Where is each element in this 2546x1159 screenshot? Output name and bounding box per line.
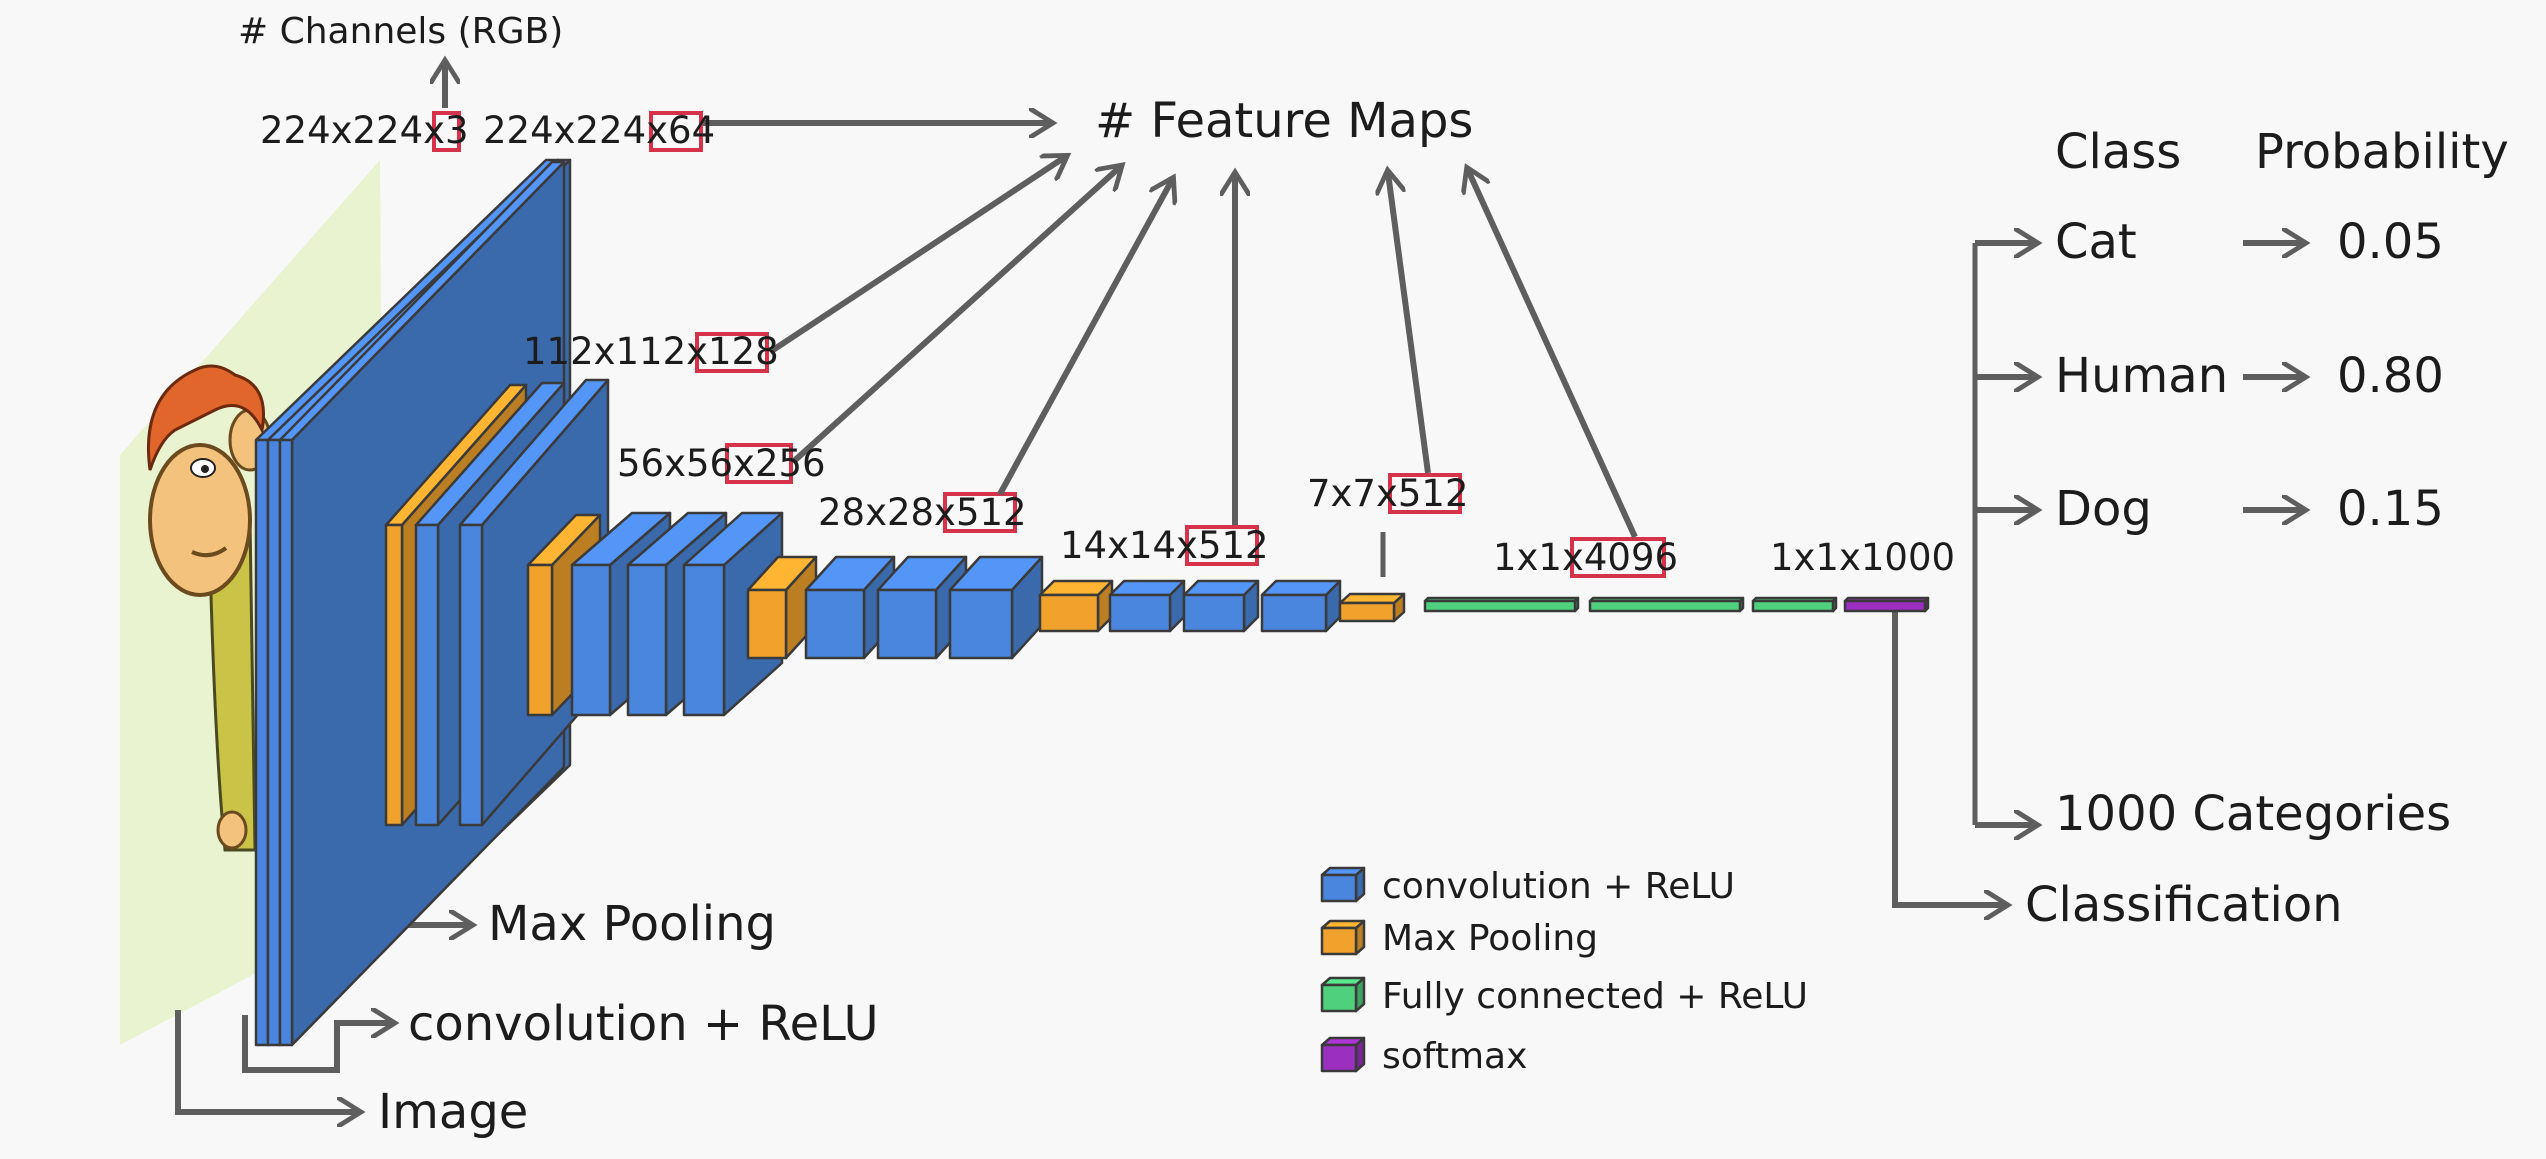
- size-label-14-512: 14x14x512: [1060, 524, 1269, 567]
- block-56-conv2-front: [626, 563, 668, 717]
- prob-cat: 0.05: [2337, 214, 2444, 270]
- feature-maps-label: # Feature Maps: [1095, 93, 1473, 149]
- block-14-conv2-front: [1182, 593, 1246, 633]
- block-28-conv2-front: [876, 588, 938, 660]
- image-label: Image: [378, 1084, 528, 1140]
- class-cat: Cat: [2055, 214, 2137, 270]
- legend-swatch-2-front: [1320, 983, 1358, 1013]
- block-fc1-front: [1423, 599, 1577, 613]
- arrow-softmax-classification: [1892, 612, 2005, 905]
- block-7-pool-front: [1338, 601, 1396, 623]
- categories-label: 1000 Categories: [2055, 786, 2451, 842]
- block-fc3-front: [1751, 599, 1835, 613]
- block-14-conv2: [1182, 579, 1260, 633]
- block-14-pool: [1038, 579, 1114, 633]
- block-28-conv2: [876, 555, 968, 660]
- block-14-pool-front: [1038, 593, 1100, 633]
- hl-box-256: [725, 443, 793, 484]
- legend-swatch-3-front: [1320, 1043, 1358, 1073]
- size-label-224-3: 224x224x3: [260, 109, 469, 152]
- block-112-conv1-front: [414, 523, 440, 827]
- legend-label-softmax: softmax: [1382, 1036, 1527, 1077]
- size-label-224-64: 224x224x64: [483, 109, 715, 152]
- hl-box-64: [649, 111, 703, 152]
- legend-swatch-1-front: [1320, 926, 1358, 956]
- legend-label-pool: Max Pooling: [1382, 918, 1598, 959]
- block-14-conv3: [1260, 579, 1342, 633]
- block-14-conv1-top: [1108, 579, 1186, 597]
- block-112-pool-front: [384, 523, 404, 827]
- block-fc2-front: [1588, 599, 1742, 613]
- hl-box-512-a: [943, 492, 1017, 533]
- max-pooling-label: Max Pooling: [488, 896, 776, 952]
- arrow-4096-to-feature-maps: [1468, 170, 1638, 539]
- block-fc1: [1423, 596, 1580, 613]
- arrow-image: [175, 1010, 358, 1112]
- hl-box-512-b: [1185, 525, 1259, 566]
- convolution-label: convolution + ReLU: [408, 996, 879, 1052]
- legend-swatches: [1320, 866, 1366, 1073]
- block-28-pool-front: [746, 588, 788, 660]
- block-14-conv2-top: [1182, 579, 1260, 597]
- size-label-1-1000: 1x1x1000: [1770, 536, 1955, 579]
- block-7-pool: [1338, 592, 1406, 623]
- arrow-convolution: [242, 1015, 392, 1073]
- block-14-pool-top: [1038, 579, 1114, 597]
- hl-box-512-c: [1388, 473, 1462, 514]
- legend-label-conv: convolution + ReLU: [1382, 866, 1735, 907]
- legend-swatch-1: [1320, 919, 1366, 956]
- block-fc3: [1751, 596, 1838, 613]
- block-14-conv1: [1108, 579, 1186, 633]
- classification-label: Classification: [2025, 877, 2343, 933]
- block-28-conv3-front: [948, 588, 1014, 660]
- network-blocks: [254, 158, 1930, 1047]
- channels-label: # Channels (RGB): [238, 11, 563, 52]
- class-dog: Dog: [2055, 481, 2152, 537]
- prob-human: 0.80: [2337, 348, 2444, 404]
- size-label-28-512: 28x28x512: [818, 491, 1027, 534]
- block-softmax-front: [1843, 599, 1927, 613]
- class-human: Human: [2055, 348, 2228, 404]
- legend-label-fc: Fully connected + ReLU: [1382, 976, 1808, 1017]
- block-224-conv2-front: [266, 438, 282, 1047]
- arrow-512c-to-feature-maps: [1388, 173, 1431, 474]
- block-7-pool-top: [1338, 592, 1406, 605]
- block-56-conv3-front: [682, 563, 726, 717]
- arrow-128-to-feature-maps: [768, 157, 1065, 355]
- block-56-pool-front: [526, 563, 554, 717]
- block-fc2: [1588, 596, 1745, 613]
- block-28-conv1-front: [804, 588, 866, 660]
- probability-header: Probability: [2255, 124, 2509, 180]
- legend-swatch-3: [1320, 1036, 1366, 1073]
- arrow-256-to-feature-maps: [790, 167, 1120, 465]
- block-28-conv3: [948, 555, 1044, 660]
- legend-swatch-2: [1320, 976, 1366, 1013]
- prob-dog: 0.15: [2337, 481, 2444, 537]
- block-56-conv1-front: [570, 563, 612, 717]
- hl-box-3: [432, 111, 461, 152]
- size-label-56-256: 56x56x256: [617, 442, 826, 485]
- legend-swatch-0: [1320, 866, 1366, 903]
- block-28-pool: [746, 555, 818, 660]
- block-112-conv2-front: [458, 523, 484, 827]
- size-label-7-512: 7x7x512: [1307, 472, 1469, 515]
- block-224-conv1-front: [254, 438, 270, 1047]
- class-header: Class: [2055, 124, 2181, 180]
- hl-box-4096: [1570, 537, 1666, 578]
- size-label-1-4096: 1x1x4096: [1493, 536, 1678, 579]
- legend-swatch-0-front: [1320, 873, 1358, 903]
- block-14-conv1-front: [1108, 593, 1172, 633]
- block-14-conv3-top: [1260, 579, 1342, 597]
- size-label-112-128: 112x112x128: [523, 330, 779, 373]
- block-softmax: [1843, 596, 1930, 613]
- block-224-conv3-front: [278, 438, 294, 1047]
- hl-box-128: [695, 332, 769, 373]
- block-14-conv3-front: [1260, 593, 1328, 633]
- arrow-512a-to-feature-maps: [997, 180, 1172, 496]
